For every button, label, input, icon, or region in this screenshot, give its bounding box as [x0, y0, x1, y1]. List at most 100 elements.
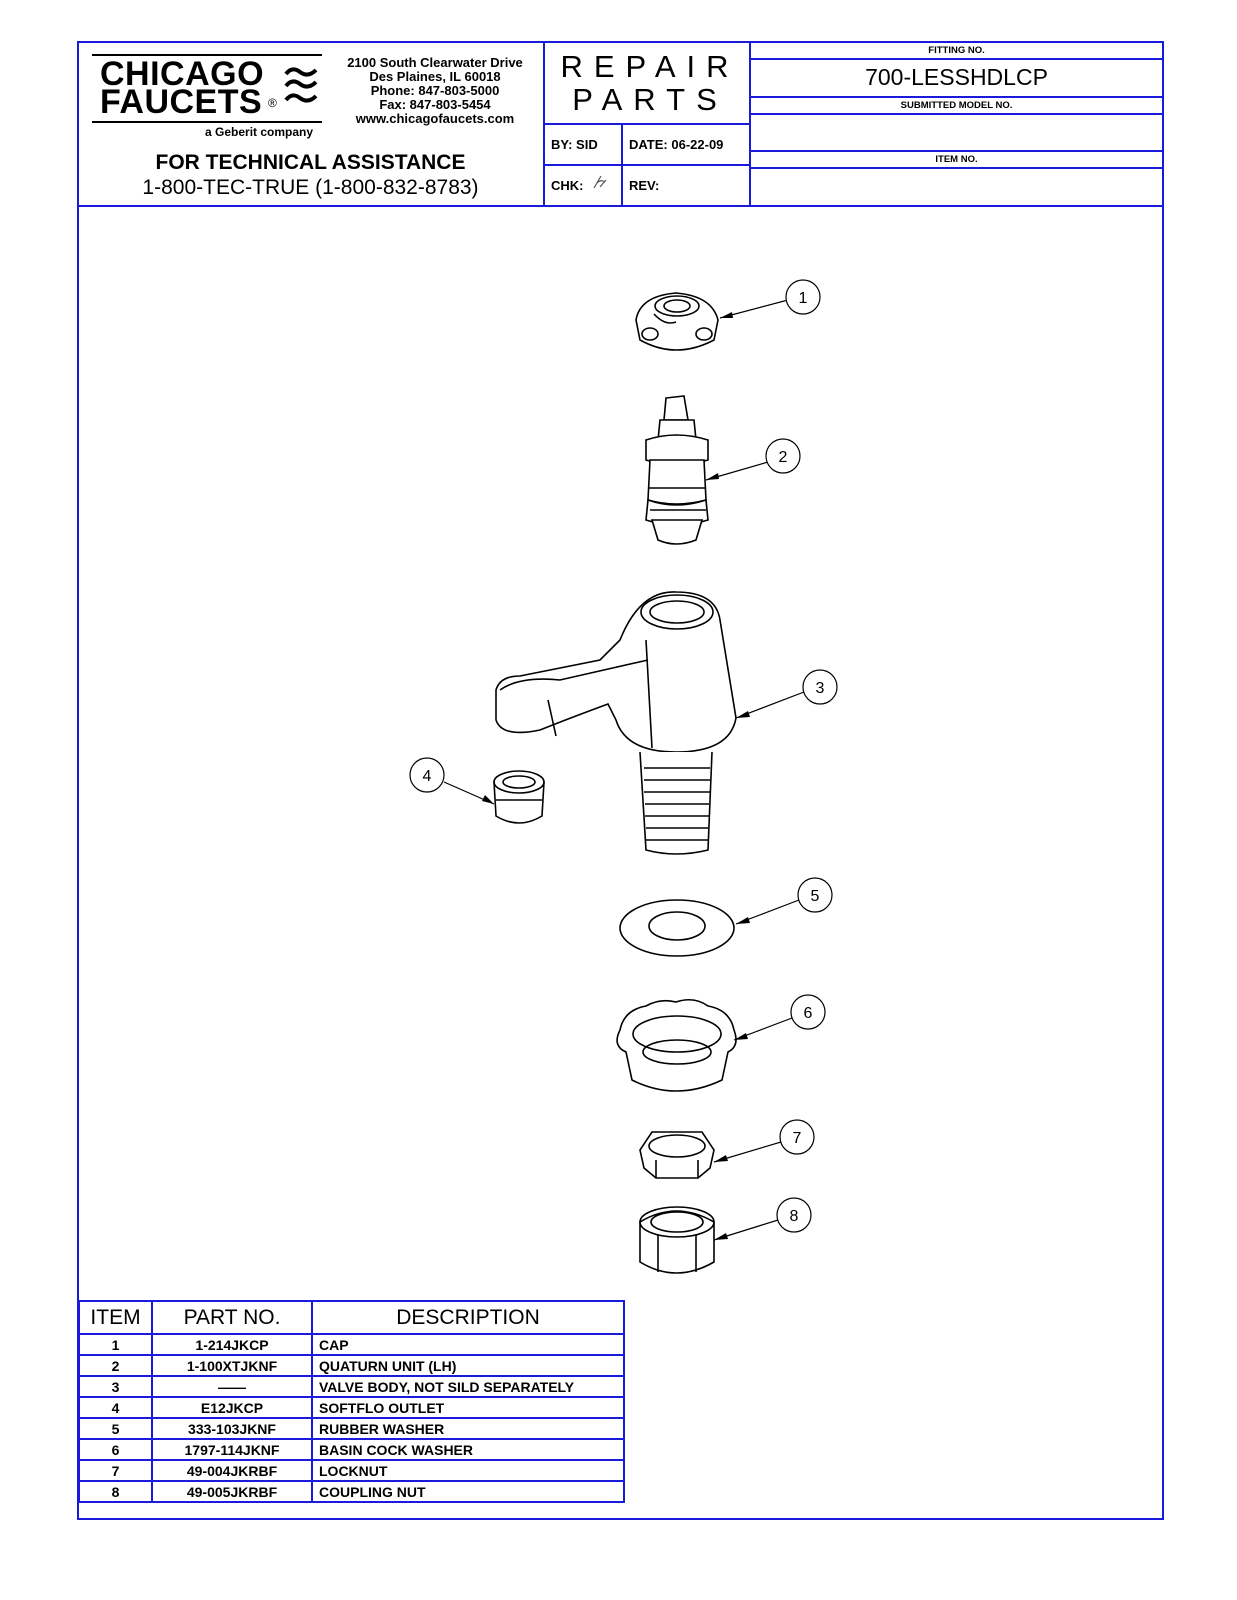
description-cell: CAP — [311, 1333, 625, 1356]
fitting-no-label: FITTING NO. — [928, 45, 985, 56]
logo-bottom-rule — [92, 121, 322, 123]
repair-box-rule — [543, 123, 750, 125]
drawn-by: BY: SID — [551, 137, 598, 152]
item-cell: 5 — [78, 1417, 153, 1440]
address-street: 2100 South Clearwater Drive — [347, 55, 523, 70]
checker-initials-mark-icon — [593, 175, 607, 189]
description-cell: QUATURN UNIT (LH) — [311, 1354, 625, 1377]
callout-label-5: 5 — [811, 888, 820, 905]
title-parts: PARTS — [572, 82, 728, 117]
balloon-1 — [785, 279, 821, 315]
chicago-faucets-wave-logo-icon — [284, 67, 318, 103]
title-repair: REPAIR — [560, 49, 740, 84]
balloon-8 — [776, 1197, 812, 1233]
registered-mark: ® — [268, 96, 277, 110]
softflo-outlet-part — [493, 770, 545, 824]
table-row: 5 333-103JKNF RUBBER WASHER — [78, 1417, 625, 1440]
table-row: 4 E12JKCP SOFTFLO OUTLET — [78, 1396, 625, 1419]
tech-assistance-phone: 1-800-TEC-TRUE (1-800-832-8783) — [142, 176, 479, 199]
address-city: Des Plaines, IL 60018 — [369, 69, 501, 84]
part-no-cell: 1-100XTJKNF — [151, 1354, 313, 1377]
header-item: ITEM — [78, 1300, 153, 1335]
table-row: 7 49-004JKRBF LOCKNUT — [78, 1459, 625, 1482]
brand-subtitle: a Geberit company — [205, 125, 314, 139]
balloon-5 — [797, 877, 833, 913]
item-label-rule — [749, 167, 1164, 169]
tech-assistance-label: FOR TECHNICAL ASSISTANCE — [155, 151, 466, 174]
callout-arrowheads — [482, 312, 750, 1240]
table-row: 3 —— VALVE BODY, NOT SILD SEPARATELY — [78, 1375, 625, 1398]
balloon-6 — [790, 994, 826, 1030]
address-phone: Phone: 847-803-5000 — [370, 83, 500, 98]
callout-label-2: 2 — [779, 449, 788, 466]
cap-part — [635, 292, 719, 351]
fitting-no-value: 700-LESSHDLCP — [865, 64, 1048, 90]
part-no-cell: 1-214JKCP — [151, 1333, 313, 1356]
callout-leaders — [443, 299, 805, 1241]
submitted-model-label: SUBMITTED MODEL NO. — [900, 100, 1013, 111]
by-date-divider — [621, 123, 623, 206]
address-website: www.chicagofaucets.com — [355, 111, 515, 126]
description-cell: COUPLING NUT — [311, 1480, 625, 1503]
callout-label-3: 3 — [816, 680, 825, 697]
part-no-cell: 49-004JKRBF — [151, 1459, 313, 1482]
part-no-cell: 333-103JKNF — [151, 1417, 313, 1440]
checked-by-label: CHK: — [551, 178, 584, 193]
item-cell: 7 — [78, 1459, 153, 1482]
balloon-2 — [765, 438, 801, 474]
description-cell: RUBBER WASHER — [311, 1417, 625, 1440]
drawing-frame — [77, 41, 1164, 1520]
fitting-label-rule — [749, 58, 1164, 60]
callout-label-8: 8 — [790, 1208, 799, 1225]
balloon-3 — [802, 669, 838, 705]
revision-label: REV: — [629, 178, 660, 193]
item-cell: 1 — [78, 1333, 153, 1356]
company-address: 2100 South Clearwater Drive Des Plaines,… — [330, 56, 540, 126]
item-cell: 3 — [78, 1375, 153, 1398]
table-row: 1 1-214JKCP CAP — [78, 1333, 625, 1356]
description-cell: VALVE BODY, NOT SILD SEPARATELY — [311, 1375, 625, 1398]
by-chk-rule — [543, 164, 750, 166]
basin-cock-washer-part — [616, 998, 737, 1092]
callout-label-4: 4 — [423, 768, 432, 785]
parts-list-table: ITEM PART NO. DESCRIPTION 1 1-214JKCP CA… — [78, 1300, 625, 1503]
header-part-no: PART NO. — [151, 1300, 313, 1335]
address-fax: Fax: 847-803-5454 — [379, 97, 491, 112]
description-cell: SOFTFLO OUTLET — [311, 1396, 625, 1419]
part-no-cell: E12JKCP — [151, 1396, 313, 1419]
table-row: 2 1-100XTJKNF QUATURN UNIT (LH) — [78, 1354, 625, 1377]
header-description: DESCRIPTION — [311, 1300, 625, 1335]
balloon-7 — [779, 1119, 815, 1155]
rubber-washer-part — [619, 899, 735, 957]
title-block-bottom-rule — [77, 205, 1164, 207]
description-cell: LOCKNUT — [311, 1459, 625, 1482]
table-row: 6 1797-114JKNF BASIN COCK WASHER — [78, 1438, 625, 1461]
brand-line-2: FAUCETS — [100, 83, 263, 121]
balloon-4 — [409, 757, 445, 793]
submitted-label-rule — [749, 113, 1164, 115]
callout-label-7: 7 — [793, 1130, 802, 1147]
coupling-nut-part — [639, 1206, 715, 1274]
item-cell: 6 — [78, 1438, 153, 1461]
item-cell: 2 — [78, 1354, 153, 1377]
part-no-cell: 49-005JKRBF — [151, 1480, 313, 1503]
valve-body-part — [495, 591, 737, 855]
item-cell: 8 — [78, 1480, 153, 1503]
quaturn-unit-part — [645, 395, 709, 545]
callout-label-1: 1 — [799, 290, 808, 307]
fitting-value-rule — [749, 96, 1164, 98]
item-cell: 4 — [78, 1396, 153, 1419]
locknut-part — [639, 1131, 715, 1179]
drawing-date: DATE: 06-22-09 — [629, 137, 724, 152]
description-cell: BASIN COCK WASHER — [311, 1438, 625, 1461]
brand-line-1: CHICAGO — [100, 55, 265, 93]
parts-table-header: ITEM PART NO. DESCRIPTION — [78, 1300, 625, 1335]
part-no-cell: 1797-114JKNF — [151, 1438, 313, 1461]
submitted-value-rule — [749, 150, 1164, 152]
table-row: 8 49-005JKRBF COUPLING NUT — [78, 1480, 625, 1503]
item-no-label: ITEM NO. — [935, 154, 978, 165]
part-no-cell: —— — [151, 1375, 313, 1398]
logo-top-rule — [92, 54, 322, 56]
callout-label-6: 6 — [804, 1005, 813, 1022]
